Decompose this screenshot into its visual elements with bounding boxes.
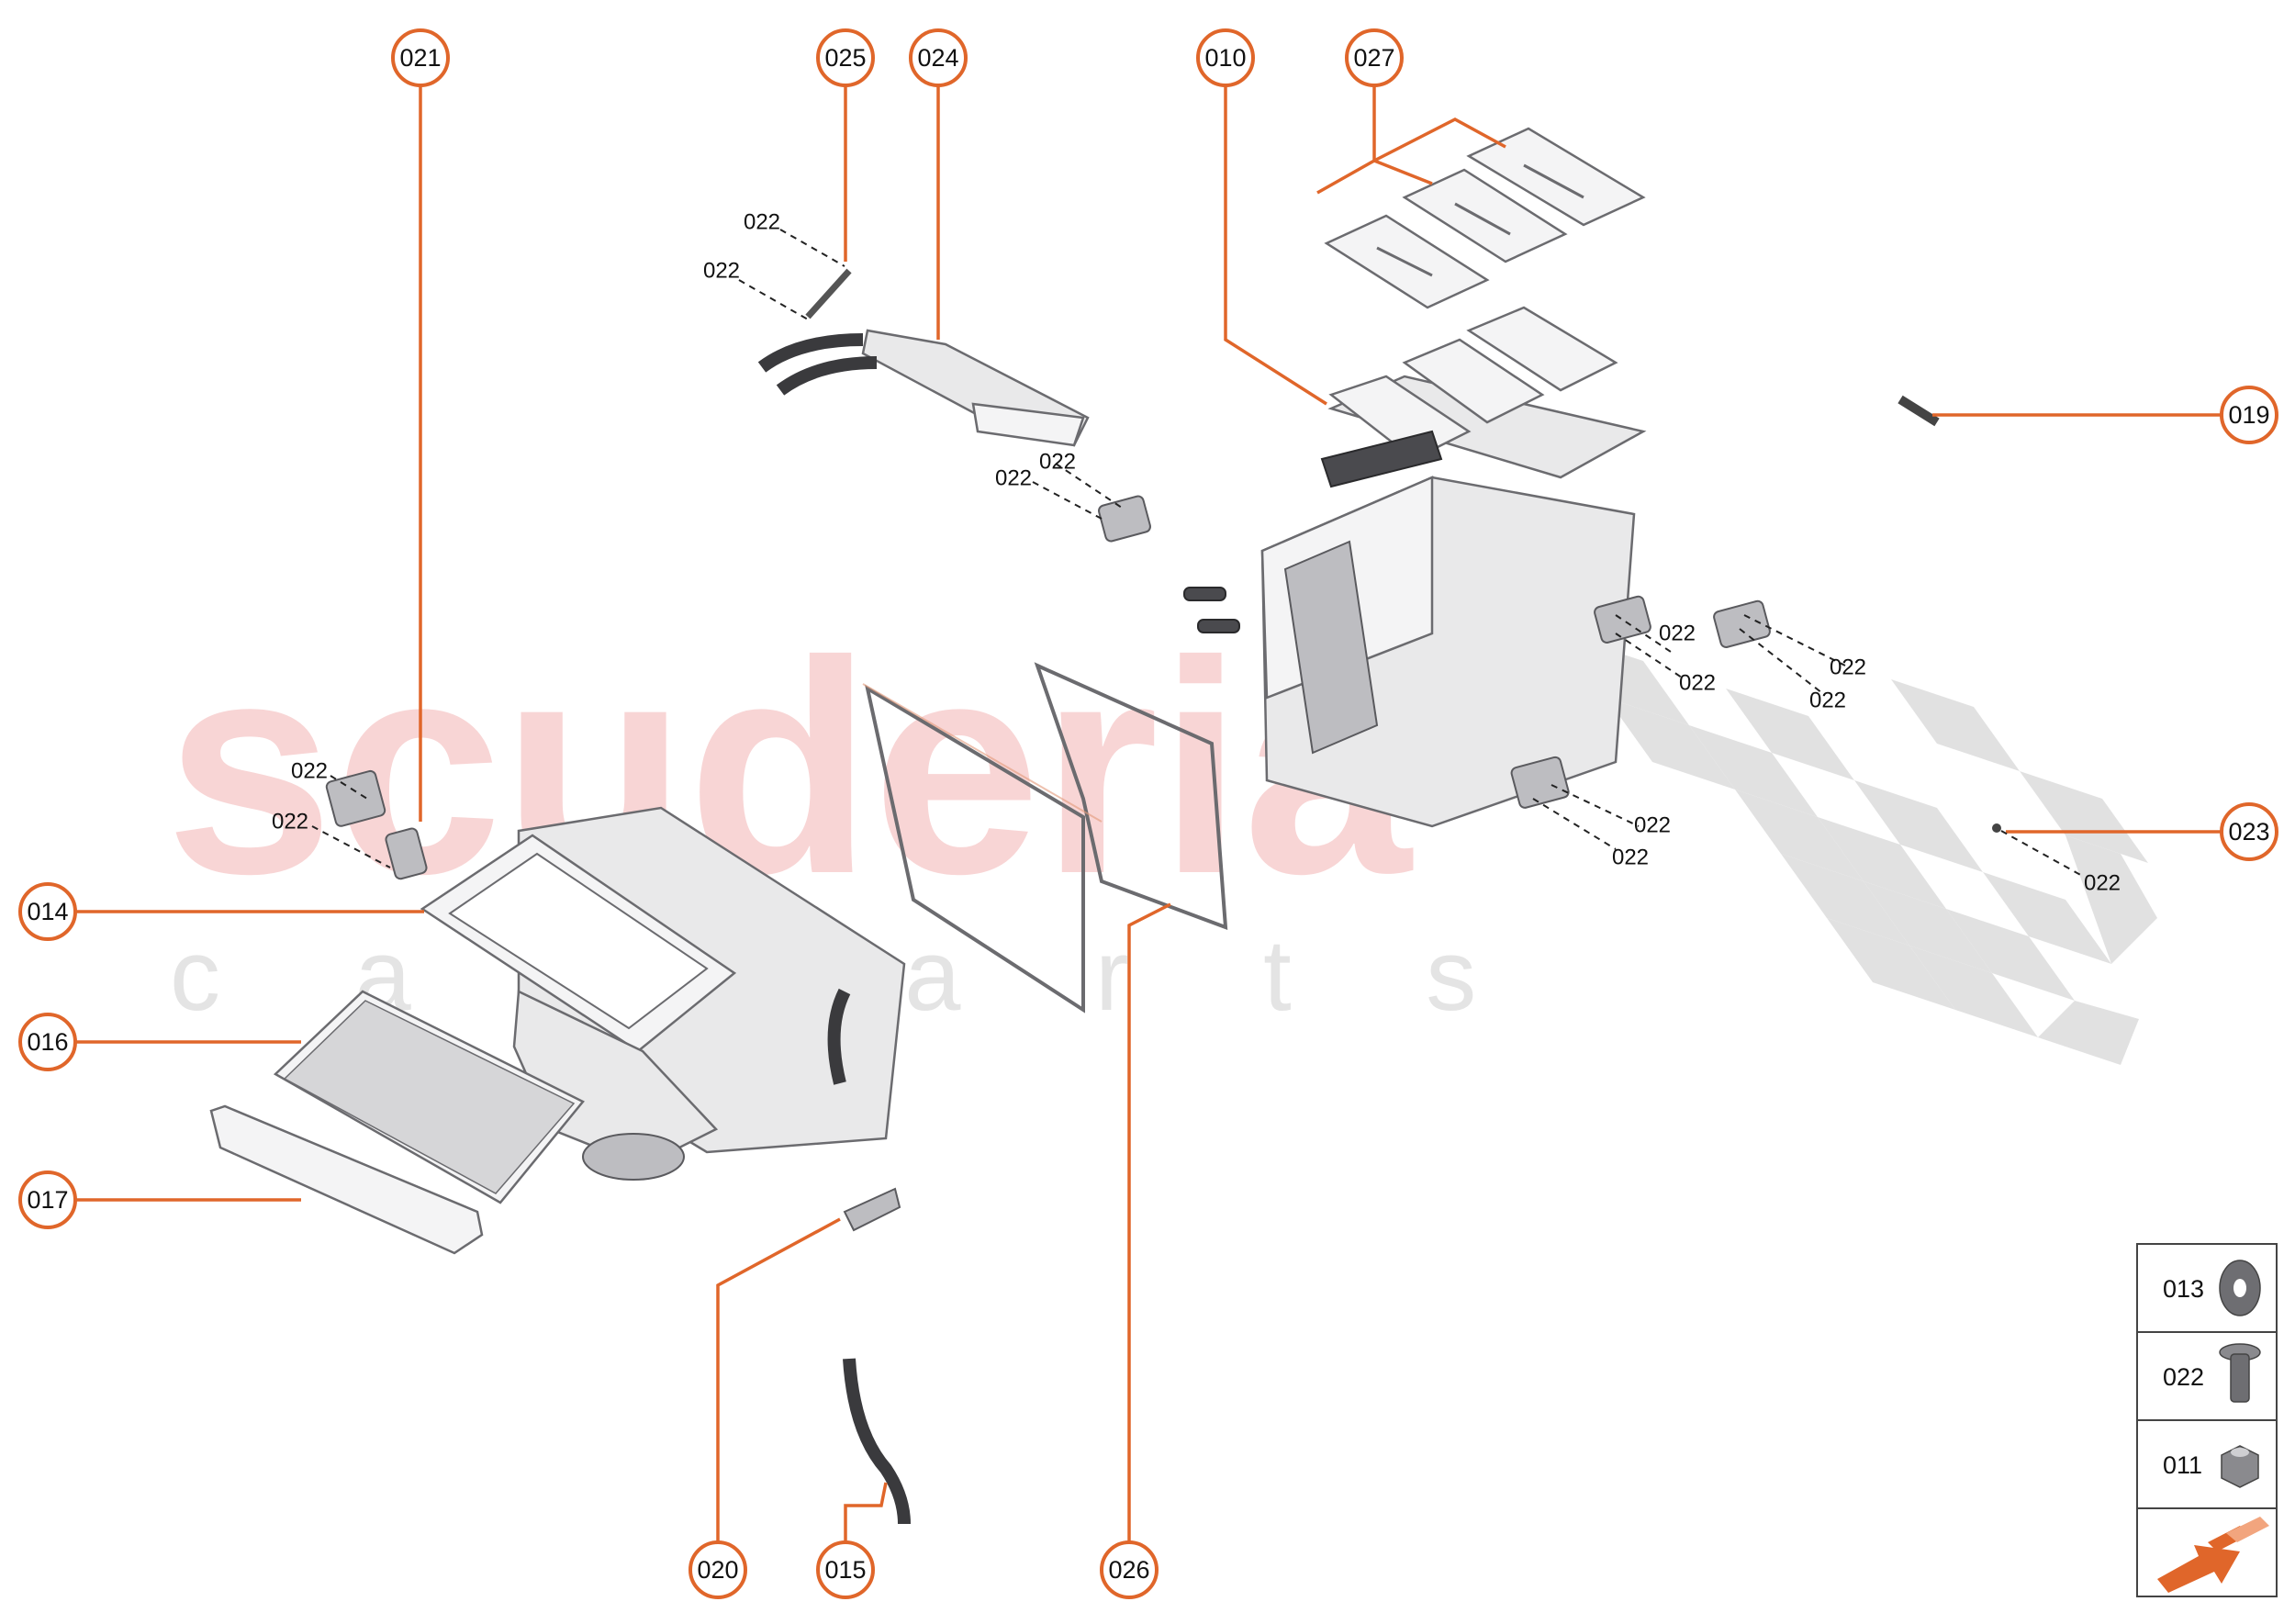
clip-part (1992, 823, 2001, 833)
small-bracket-part (805, 268, 852, 319)
duct-with-pipes-part (757, 329, 1090, 447)
screw-label: 022 (291, 759, 328, 784)
callout-017[interactable]: 017 (18, 1170, 77, 1229)
callout-021[interactable]: 021 (391, 28, 450, 87)
callout-label: 025 (824, 44, 866, 72)
leader-lines (73, 85, 2222, 1542)
sensor-part (1898, 395, 1940, 427)
screw-label: 022 (744, 210, 780, 235)
callout-label: 023 (2228, 818, 2269, 846)
screw-dashed-lines (311, 229, 2085, 878)
callout-label: 019 (2228, 401, 2269, 429)
callout-label: 027 (1353, 44, 1394, 72)
callout-label: 016 (27, 1028, 68, 1056)
legend-label: 013 (2163, 1275, 2204, 1303)
watermark-brand: scuderia (165, 598, 1413, 936)
callout-label: 026 (1108, 1556, 1149, 1584)
checkered-flag-watermark (1561, 633, 2157, 1065)
legend-row-011: 011 (2163, 1445, 2259, 1488)
callout-019[interactable]: 019 (2220, 386, 2278, 444)
screw-label: 022 (2084, 871, 2121, 896)
callout-label: 014 (27, 898, 68, 925)
screw-label: 022 (1659, 622, 1696, 646)
actuator-parts (325, 495, 1771, 880)
callout-015[interactable]: 015 (816, 1540, 875, 1599)
screw-label: 022 (1679, 671, 1716, 696)
legend-label: 011 (2163, 1451, 2202, 1479)
mounting-bracket-part (843, 1187, 901, 1232)
screw-label: 022 (1830, 655, 1866, 680)
callout-label: 020 (697, 1556, 738, 1584)
callout-014[interactable]: 014 (18, 882, 77, 941)
callout-026[interactable]: 026 (1100, 1540, 1159, 1599)
legend-row-013: 013 (2163, 1260, 2261, 1316)
screw-label: 022 (272, 810, 308, 834)
cabin-filter-part (273, 990, 585, 1204)
callout-020[interactable]: 020 (688, 1540, 747, 1599)
callout-027[interactable]: 027 (1345, 28, 1404, 87)
direction-arrow-icon (2157, 1517, 2269, 1593)
callout-label: 010 (1204, 44, 1246, 72)
screw-label: 022 (703, 259, 740, 284)
washer-icon (2219, 1260, 2261, 1316)
callout-010[interactable]: 010 (1196, 28, 1255, 87)
heater-housing-part (1183, 306, 1647, 828)
callout-label: 024 (917, 44, 958, 72)
hardware-legend: 013 022 011 (2136, 1243, 2278, 1597)
screw-icon (2219, 1343, 2261, 1403)
callouts: 021 025 024 010 027 019 023 014 (18, 28, 2278, 1599)
callout-016[interactable]: 016 (18, 1013, 77, 1071)
nut-icon (2221, 1445, 2259, 1488)
screw-label: 022 (1039, 450, 1076, 475)
callout-label: 015 (824, 1556, 866, 1584)
screw-label: 022 (1634, 813, 1671, 838)
gasket-frames-part (1324, 127, 1646, 309)
screw-label: 022 (1612, 846, 1649, 870)
callout-023[interactable]: 023 (2220, 802, 2278, 861)
screw-label: 022 (995, 466, 1032, 491)
drain-hose-part (843, 1358, 911, 1525)
frame-seals-part (862, 662, 1228, 1014)
screw-labels: 022 022 022 022 022 022 022 022 022 022 … (272, 210, 2121, 896)
callout-024[interactable]: 024 (909, 28, 968, 87)
callout-label: 021 (399, 44, 441, 72)
callout-label: 017 (27, 1186, 68, 1214)
screw-label: 022 (1809, 689, 1846, 713)
legend-label: 022 (2163, 1363, 2204, 1391)
filter-cover-part (209, 1104, 484, 1255)
callout-025[interactable]: 025 (816, 28, 875, 87)
legend-row-022: 022 (2163, 1343, 2261, 1403)
